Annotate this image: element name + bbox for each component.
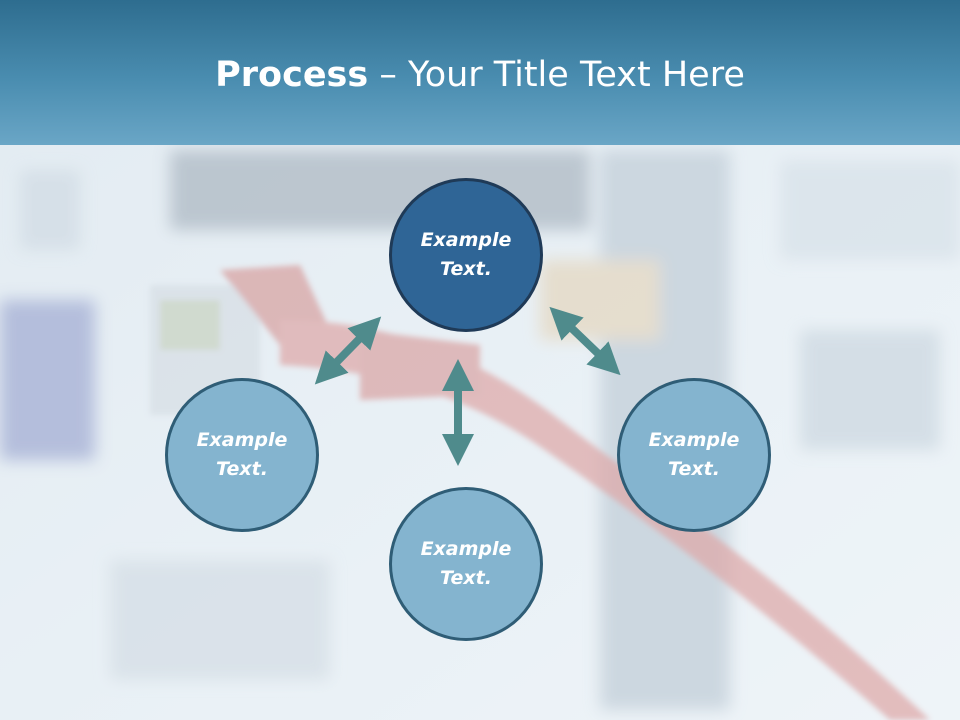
arrow-top-left: [314, 316, 382, 385]
title-rest-part: – Your Title Text Here: [368, 55, 745, 95]
process-node-bottom[interactable]: Example Text.: [389, 487, 543, 641]
node-left-text: Example Text.: [196, 429, 288, 480]
slide-title: Process – Your Title Text Here: [0, 52, 960, 98]
arrow-top-right: [549, 306, 621, 376]
node-bottom-text: Example Text.: [420, 538, 512, 589]
node-right-text: Example Text.: [648, 429, 740, 480]
title-bold-part: Process: [215, 55, 369, 95]
process-node-left[interactable]: Example Text.: [165, 378, 319, 532]
title-bar: Process – Your Title Text Here: [0, 0, 960, 145]
node-top-text: Example Text.: [420, 229, 512, 280]
process-node-right[interactable]: Example Text.: [617, 378, 771, 532]
process-node-top[interactable]: Example Text.: [389, 178, 543, 332]
